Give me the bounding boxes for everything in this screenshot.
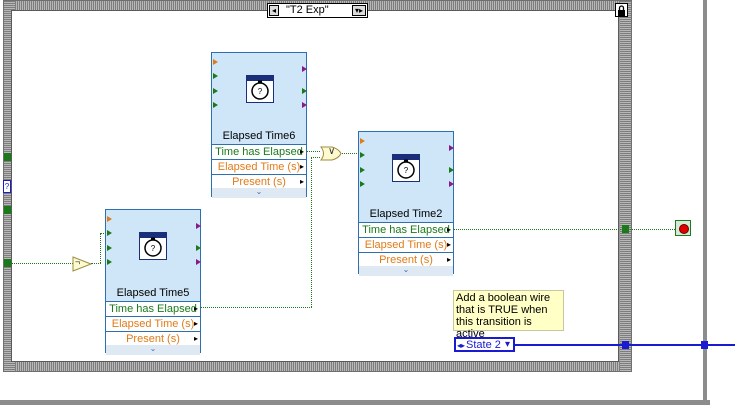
svg-text:?: ? xyxy=(151,244,156,253)
output-present[interactable]: Present (s)▸ xyxy=(106,331,200,346)
boolean-wire[interactable] xyxy=(100,233,106,234)
stop-button-icon[interactable] xyxy=(675,220,691,236)
boolean-wire[interactable] xyxy=(306,151,320,152)
output-elapsed-time[interactable]: Elapsed Time (s)▸ xyxy=(212,159,306,174)
output-elapsed-time[interactable]: Elapsed Time (s)▸ xyxy=(106,316,200,331)
boolean-wire[interactable] xyxy=(342,153,359,154)
output-present[interactable]: Present (s)▸ xyxy=(212,174,306,189)
elapsed-time-express-vi[interactable]: ? Elapsed Time6 Time has Elapsed▸ Elapse… xyxy=(211,52,307,198)
outer-loop-border xyxy=(703,0,707,400)
output-time-has-elapsed[interactable]: Time has Elapsed▸ xyxy=(359,222,453,237)
chevron-down-icon[interactable]: ▾ xyxy=(504,339,510,350)
stopwatch-icon: ? xyxy=(139,232,167,260)
case-prev-arrow[interactable]: ◂ xyxy=(269,5,279,16)
free-label-comment[interactable]: Add a boolean wire that is TRUE when thi… xyxy=(453,290,564,340)
elapsed-time-express-vi[interactable]: ? Elapsed Time5 Time has Elapsed▸ Elapse… xyxy=(105,209,201,355)
case-next-arrow[interactable]: ▾▸ xyxy=(352,5,366,16)
right-enum-tunnel[interactable] xyxy=(622,341,629,349)
expand-chevron[interactable]: ⌄ xyxy=(359,266,453,276)
boolean-wire[interactable] xyxy=(311,157,312,307)
boolean-wire[interactable] xyxy=(100,233,101,263)
stopwatch-icon: ? xyxy=(246,75,274,103)
elapsed-time-express-vi[interactable]: ? Elapsed Time2 Time has Elapsed▸ Elapse… xyxy=(358,131,454,276)
left-tunnel[interactable] xyxy=(4,206,11,214)
svg-text:?: ? xyxy=(258,87,263,96)
svg-text:?: ? xyxy=(404,166,409,175)
output-present[interactable]: Present (s)▸ xyxy=(359,252,453,267)
expand-chevron[interactable]: ⌄ xyxy=(212,188,306,198)
block-title: Elapsed Time5 xyxy=(116,287,190,299)
left-tunnel[interactable] xyxy=(4,259,11,267)
right-tunnel[interactable] xyxy=(622,225,629,233)
expand-chevron[interactable]: ⌄ xyxy=(106,345,200,355)
increment-decrement-arrows[interactable]: ◂▸ xyxy=(457,341,466,350)
block-title: Elapsed Time2 xyxy=(369,208,443,220)
left-enum-tunnel[interactable]: ? xyxy=(3,180,11,193)
boolean-wire[interactable] xyxy=(91,263,101,264)
outer-loop-border-bottom xyxy=(0,400,710,405)
block-title: Elapsed Time6 xyxy=(222,130,296,142)
outer-enum-tunnel[interactable] xyxy=(701,341,708,349)
lock-icon[interactable] xyxy=(615,3,628,17)
or-symbol: ∨ xyxy=(328,146,336,157)
output-time-has-elapsed[interactable]: Time has Elapsed▸ xyxy=(106,301,200,316)
case-selector[interactable]: ◂ "T2 Exp" ▾▸ xyxy=(267,3,368,18)
output-elapsed-time[interactable]: Elapsed Time (s)▸ xyxy=(359,237,453,252)
not-symbol: ¬ xyxy=(75,257,81,267)
boolean-wire[interactable] xyxy=(201,307,312,308)
boolean-wire[interactable] xyxy=(11,263,73,264)
stopwatch-icon: ? xyxy=(392,154,420,182)
not-function[interactable]: ¬ xyxy=(72,256,93,272)
boolean-wire[interactable] xyxy=(311,157,320,158)
boolean-wire[interactable] xyxy=(453,229,675,230)
left-tunnel[interactable] xyxy=(4,153,11,161)
case-selector-label: "T2 Exp" xyxy=(286,4,329,16)
output-time-has-elapsed[interactable]: Time has Elapsed▸ xyxy=(212,144,306,159)
or-function[interactable]: ∨ xyxy=(319,146,342,161)
state-enum-constant[interactable]: ◂▸ State 2 ▾ xyxy=(454,337,515,352)
state-value: State 2 xyxy=(466,339,501,351)
